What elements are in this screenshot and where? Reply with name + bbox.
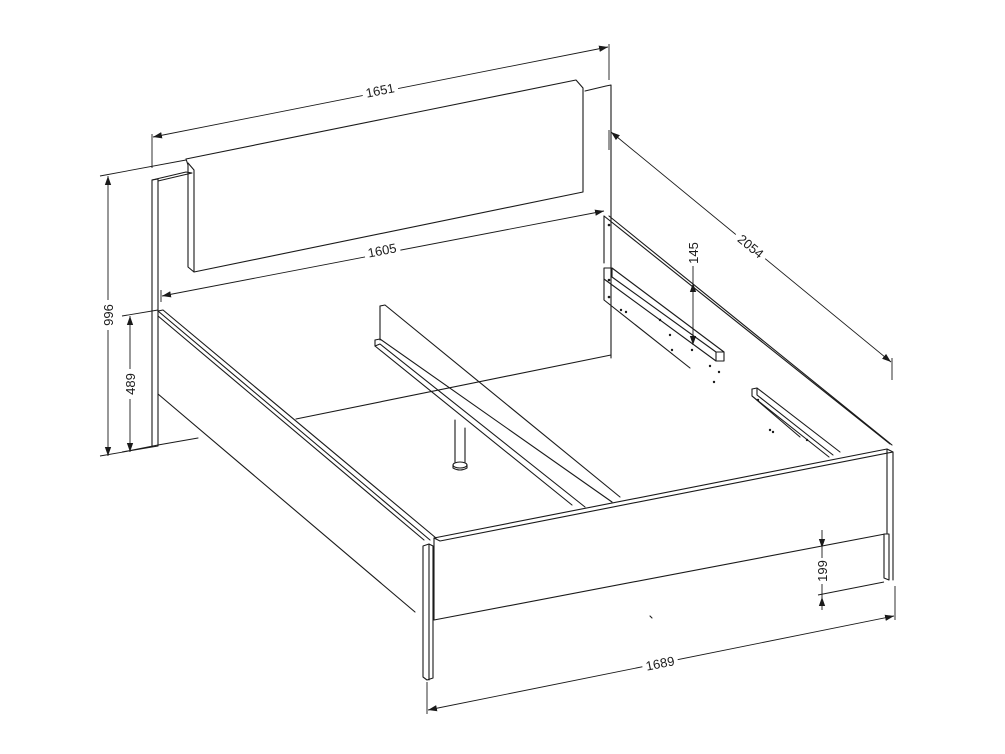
dimension-label-489: 489	[123, 373, 138, 395]
dimension-label-1605: 1605	[366, 240, 397, 260]
center-beam	[374, 304, 621, 508]
dimension-footboard-width: 1689	[426, 586, 896, 714]
dimension-label-145: 145	[686, 242, 701, 264]
dimension-label-199: 199	[815, 560, 830, 582]
dimension-leg-clearance: 199	[815, 530, 885, 610]
short-support	[751, 387, 841, 458]
dimension-headboard-width: 1651	[151, 44, 610, 168]
left-side-rail	[157, 309, 437, 613]
dimension-rail-height: 489	[121, 309, 159, 453]
dimension-slat-offset: 145	[686, 240, 702, 345]
dimension-label-1651: 1651	[364, 80, 395, 100]
dimension-label-996: 996	[101, 304, 116, 326]
dimension-label-1689: 1689	[644, 653, 675, 673]
dimension-inner-width: 1605	[160, 209, 605, 302]
dimension-total-length: 2054	[608, 130, 893, 380]
dimension-total-height: 996	[99, 159, 187, 457]
headboard	[151, 79, 612, 448]
